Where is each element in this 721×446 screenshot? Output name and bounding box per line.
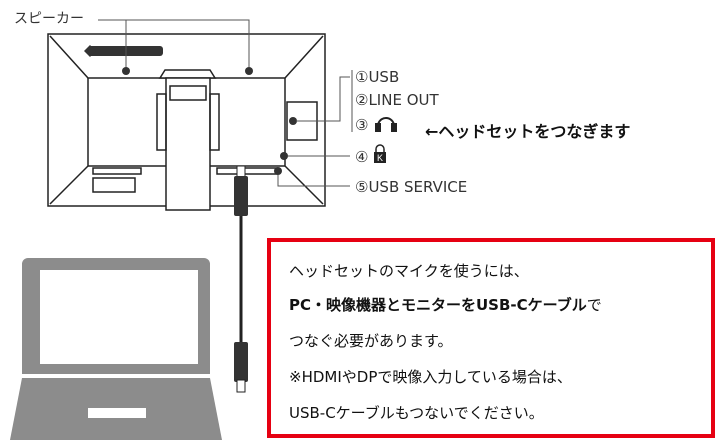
kensington-lock-icon: K bbox=[374, 144, 386, 163]
port-usb-label: ①USB bbox=[355, 68, 400, 86]
headset-note: ←ヘッドセットをつなぎます bbox=[425, 122, 631, 141]
port-line-out-label: ②LINE OUT bbox=[355, 91, 439, 109]
headset-icon bbox=[375, 117, 397, 132]
usb-c-note-box: ヘッドセットのマイクを使うには、 PC・映像機器とモニターをUSB-Cケーブルで… bbox=[267, 238, 715, 438]
port-headset-label: ③ bbox=[355, 116, 369, 134]
note-line-2-rest: で bbox=[586, 296, 602, 314]
logo bbox=[84, 45, 163, 57]
laptop-icon bbox=[10, 258, 222, 440]
note-line-4: ※HDMIやDPで映像入力している場合は、 bbox=[289, 368, 572, 386]
monitor-back bbox=[47, 33, 326, 211]
note-line-3: つなぐ必要があります。 bbox=[289, 332, 453, 350]
note-line-1: ヘッドセットのマイクを使うには、 bbox=[289, 262, 529, 280]
usb-c-cable bbox=[234, 165, 248, 393]
speaker-label: スピーカー bbox=[14, 11, 84, 27]
note-line-2-bold: PC・映像機器とモニターをUSB-Cケーブル bbox=[289, 296, 587, 314]
note-line-2: PC・映像機器とモニターをUSB-Cケーブルで bbox=[289, 294, 602, 315]
port-lock-label: ④ bbox=[355, 148, 369, 166]
speaker-markers bbox=[122, 67, 297, 175]
svg-text:K: K bbox=[377, 153, 383, 163]
leader-lines bbox=[98, 19, 353, 187]
port-usb-service-label: ⑤USB SERVICE bbox=[355, 178, 468, 196]
note-line-5: USB-Cケーブルもつないでください。 bbox=[289, 404, 544, 422]
